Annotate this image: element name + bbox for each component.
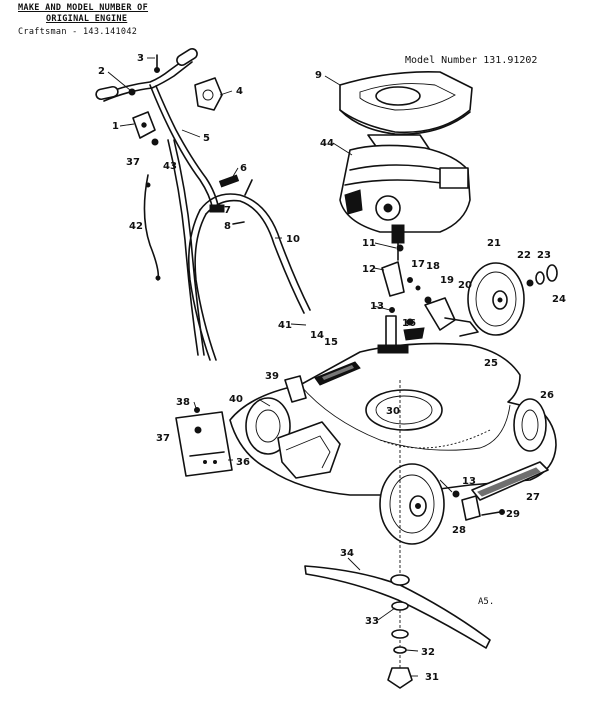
engine [339, 134, 471, 261]
front-wheel [379, 463, 445, 545]
height-adjuster [452, 461, 549, 521]
rear-wheel [467, 262, 558, 336]
callout-16: 16 [402, 318, 416, 329]
callout-20: 20 [458, 280, 472, 291]
callout-11: 11 [362, 238, 376, 249]
callout-2: 2 [98, 66, 105, 77]
callout-12: 12 [362, 264, 376, 275]
wheel-adjuster-assembly [381, 244, 479, 351]
mower-deck [229, 342, 557, 496]
callout-30: 30 [386, 406, 400, 417]
callout-42: 42 [129, 221, 143, 232]
callout-15: 15 [324, 337, 338, 348]
callout-5: 5 [203, 133, 210, 144]
blade-assembly [304, 380, 491, 690]
callout-31: 31 [425, 672, 439, 683]
callout-13b: 13 [462, 476, 476, 487]
callout-1: 1 [112, 121, 119, 132]
callout-33: 33 [365, 616, 379, 627]
callout-8: 8 [224, 221, 231, 232]
callout-28: 28 [452, 525, 466, 536]
callout-41: 41 [278, 320, 292, 331]
callout-36: 36 [236, 457, 250, 468]
callout-23: 23 [537, 250, 551, 261]
callout-6: 6 [240, 163, 247, 174]
callout-39: 39 [265, 371, 279, 382]
callout-18: 18 [426, 261, 440, 272]
callout-32: 32 [421, 647, 435, 658]
callout-19: 19 [440, 275, 454, 286]
callout-34: 34 [340, 548, 354, 559]
callout-29: 29 [506, 509, 520, 520]
leader-lines [107, 57, 453, 677]
handle-assembly [95, 48, 311, 361]
callout-37b: 37 [156, 433, 170, 444]
engine-header-line-2: ORIGINAL ENGINE [46, 14, 128, 24]
callout-43: 43 [163, 161, 177, 172]
callout-44: 44 [320, 138, 334, 149]
engine-shroud [339, 70, 473, 135]
callout-9: 9 [315, 70, 322, 81]
sheet-note: A5. [478, 597, 495, 607]
callout-17: 17 [411, 259, 425, 270]
callout-27: 27 [526, 492, 540, 503]
callout-14: 14 [310, 330, 324, 341]
callout-37a: 37 [126, 157, 140, 168]
callout-4: 4 [236, 86, 243, 97]
engine-model-number: Craftsman - 143.141042 [18, 27, 138, 37]
callout-3: 3 [137, 53, 144, 64]
callout-7: 7 [224, 205, 231, 216]
callout-22: 22 [517, 250, 531, 261]
callout-13a: 13 [370, 301, 384, 312]
callout-24: 24 [552, 294, 566, 305]
callout-40: 40 [229, 394, 243, 405]
callout-10: 10 [286, 234, 300, 245]
engine-header-line-1: MAKE AND MODEL NUMBER OF [18, 3, 149, 13]
callout-labels: 1 2 3 4 5 6 7 8 9 10 11 12 13 13 14 15 1… [98, 53, 566, 683]
callout-21: 21 [487, 238, 501, 249]
callout-38: 38 [176, 397, 190, 408]
callout-26: 26 [540, 390, 554, 401]
mower-model-number: Model Number 131.91202 [405, 55, 538, 66]
rear-baffle [175, 407, 233, 477]
callout-25: 25 [484, 358, 498, 369]
